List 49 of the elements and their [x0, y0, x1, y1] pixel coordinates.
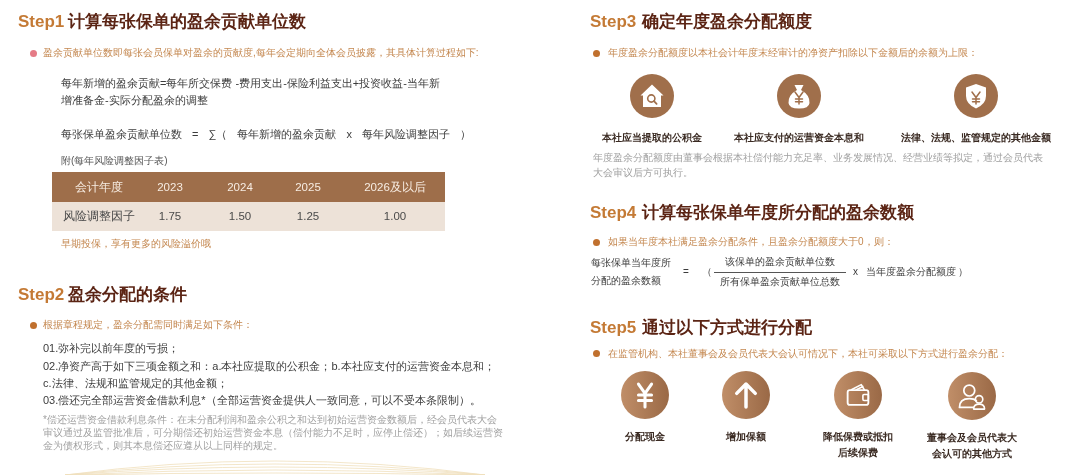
table-caption: 附(每年风险调整因子表): [61, 154, 168, 167]
parenthesis: ）: [958, 265, 968, 279]
footnote-text: *偿还运营资金借款利息条件：在未分配利润和盈余公积之和达到初始运营资金数额后，经会员代表大会审议通过及监管批准后，可分期偿还初始运营资金本息（偿付能力不足时，应停止偿还）；如后续运营资金为债权形式，则其本息偿还应遵从以上同样的规定。: [43, 413, 504, 452]
step-label: Step1: [18, 12, 65, 32]
list-item: 03.偿还完全部运营资金借款利息*（全部运营资金提供人一致同意，可以不受本条限制）。: [43, 393, 481, 408]
column-header: 2024: [226, 180, 254, 194]
note-text: 年度盈余分配额度由董事会根据本社偿付能力充足率、业务发展情况、经营业绩等拟定，通过会员代表大会审议后方可执行。: [593, 151, 1044, 180]
icon-caption: 分配现金: [624, 430, 666, 444]
equals-sign: =: [683, 265, 689, 279]
step-label: Step2: [18, 285, 65, 305]
row-header: 风险调整因子: [62, 209, 136, 223]
note-text: 早期投保，享有更多的风险溢价哦: [61, 237, 211, 251]
table-value: 1.75: [157, 209, 183, 223]
table-value: 1.25: [295, 209, 321, 223]
bullet-text: 年度盈余分配额度以本社会计年度末经审计的净资产扣除以下金额后的余额为上限：: [608, 46, 978, 60]
column-header: 2023: [156, 180, 184, 194]
table-value: 1.00: [382, 209, 408, 223]
column-header: 会计年度: [74, 180, 124, 194]
formula-text: 每张保单盈余贡献单位数 = ∑（ 每年新增的盈余贡献 x 每年风险调整因子 ）: [61, 127, 472, 142]
multiply-sign: x: [853, 265, 858, 279]
icon-caption: 法律、法规、监管规定的其他金额: [900, 131, 1052, 145]
formula-term: 每张保单当年度所分配的盈余数额: [591, 256, 672, 288]
step-label: Step5: [590, 318, 637, 338]
bullet-text: 如果当年度本社满足盈余分配条件，且盈余分配额度大于0，则：: [608, 235, 894, 249]
formula-term: 当年度盈余分配额度: [866, 265, 956, 279]
step-label: Step3: [590, 12, 637, 32]
section-heading: 通过以下方式进行分配: [642, 318, 812, 338]
bullet-text: 根据章程规定，盈余分配需同时满足如下条件：: [43, 318, 253, 332]
step-label: Step4: [590, 203, 637, 223]
icon-caption: 降低保费或抵扣后续保费: [822, 430, 894, 460]
numerator-text: 该保单的盈余贡献单位数: [724, 255, 836, 269]
section-heading: 确定年度盈余分配额度: [642, 12, 812, 32]
table-value: 1.50: [227, 209, 253, 223]
bullet-text: 在监管机构、本社董事会及会员代表大会认可情况下，本社可采取以下方式进行盈余分配：: [608, 347, 1008, 361]
section-heading: 计算每张保单的盈余贡献单位数: [68, 12, 306, 32]
bullet-text: 盈余贡献单位数即每张会员保单对盈余的贡献度,每年会定期向全体会员披露，其具体计算过程如下:: [43, 46, 479, 60]
formula-text: 每年新增的盈余贡献=每年所交保费 -费用支出-保险利益支出+投资收益-当年新增准备金-实际分配盈余的调整: [61, 76, 441, 108]
column-header: 2026及以后: [363, 180, 427, 194]
section-heading: 计算每张保单年度所分配的盈余数额: [642, 203, 914, 223]
icon-caption: 本社应当提取的公积金: [601, 131, 703, 145]
section-heading: 盈余分配的条件: [68, 285, 187, 305]
list-item: 02.净资产高于如下三项金额之和：a.本社应提取的公积金；b.本社应支付的运营资金本息和；c.法律、法规和监管规定的其他金额；: [43, 359, 496, 391]
icon-caption: 董事会及会员代表大会认可的其他方式: [926, 431, 1018, 461]
icon-caption: 本社应支付的运营资金本息和: [733, 131, 865, 145]
column-header: 2025: [294, 180, 322, 194]
parenthesis: （: [702, 265, 712, 279]
icon-caption: 增加保额: [725, 430, 767, 444]
denominator-text: 所有保单盈余贡献单位总数: [720, 275, 840, 289]
list-item: 01.弥补完以前年度的亏损；: [43, 341, 180, 356]
